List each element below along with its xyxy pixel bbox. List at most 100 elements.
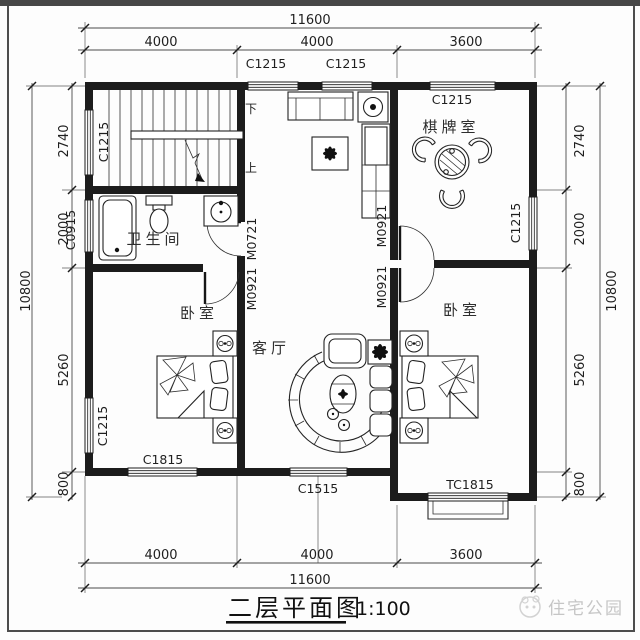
walls: [85, 82, 537, 501]
label-door-bedroom-right: M0921: [374, 266, 389, 309]
dim-bottom-seg2: 4000: [300, 548, 333, 563]
dim-left-total: 10800: [19, 270, 34, 311]
balcony: [427, 501, 509, 520]
stools: [326, 407, 351, 432]
mahjong-table: [434, 144, 470, 180]
title-block: 二层平面图 1:100: [226, 594, 411, 624]
watermark: 住宅公园: [519, 595, 622, 619]
window-chess-right: [528, 196, 538, 251]
bathtub: [98, 195, 137, 261]
stair-direction-line: [184, 139, 203, 180]
label-door-chess-room: M0921: [374, 205, 389, 248]
blanket-crumple: [438, 358, 475, 398]
title-underline: [226, 621, 346, 624]
dim-right-seg1: 2740: [573, 124, 588, 157]
door-chess-room: [398, 225, 435, 261]
dim-bottom-total: 11600: [289, 573, 330, 588]
label-window-bedroom-left-side: C1215: [95, 406, 110, 447]
dim-right-seg4: 800: [573, 472, 588, 497]
washbasin: [203, 195, 239, 227]
label-bedroom-left: 卧室: [180, 304, 218, 322]
label-stair-down: 下: [245, 102, 257, 116]
toilet: [145, 195, 173, 234]
dim-left-seg2: 2000: [57, 212, 72, 245]
windows: [84, 81, 538, 502]
dim-top-seg2: 4000: [300, 35, 333, 50]
window-top-left: [247, 81, 299, 91]
dim-left-seg3: 5260: [57, 353, 72, 386]
label-window-bath-left: C0915: [63, 210, 78, 251]
door-bedroom-right: [398, 267, 435, 303]
window-bedroom-right-bottom: [427, 492, 509, 502]
stair-handrail: [130, 130, 244, 140]
watermark-logo-icon: [519, 595, 541, 618]
dim-right-seg2: 2000: [573, 212, 588, 245]
living-room-furniture: [288, 333, 393, 453]
label-door-bedroom-left: M0921: [244, 268, 259, 311]
plant-table: [311, 136, 349, 171]
sofa-seats-right: [369, 365, 393, 437]
label-bedroom-right: 卧室: [443, 301, 481, 319]
dim-left-seg4: 800: [57, 472, 72, 497]
dim-left-seg1: 2740: [57, 124, 72, 157]
coffee-table: [329, 374, 357, 414]
window-bedroom-left-side: [84, 397, 94, 454]
washing-machine: [357, 91, 389, 123]
hall-cabinet: [361, 123, 391, 219]
label-window-stair-left: C1215: [96, 122, 111, 163]
bedroom-left-furniture: [156, 330, 238, 444]
label-window-chess-top: C1215: [432, 92, 473, 107]
stair-arrow-head: [195, 173, 205, 182]
label-stair-up: 上: [245, 161, 257, 175]
staircase: [108, 90, 244, 186]
pillow: [209, 387, 229, 411]
dim-top-seg3: 3600: [449, 35, 482, 50]
chair: [411, 136, 436, 163]
dim-bottom-seg1: 4000: [144, 548, 177, 563]
window-stair-left: [84, 109, 94, 176]
blanket-crumple: [159, 356, 196, 396]
round-sofa-outer: [288, 351, 393, 453]
nightstand: [212, 417, 238, 444]
label-window-living-bottom: C1515: [298, 481, 339, 496]
window-bath-left: [84, 199, 94, 253]
chess-room-furniture: [411, 136, 493, 209]
bathroom-fixtures: [98, 195, 239, 261]
window-bedroom-left-bottom: [127, 467, 198, 477]
bedroom-right-furniture: [399, 330, 479, 444]
dim-top-total: 11600: [289, 13, 330, 28]
window-living-bottom: [289, 467, 348, 477]
hall-furniture: [287, 91, 391, 219]
dimension-lines: [27, 23, 605, 593]
door-bathroom: [206, 220, 242, 257]
window-top-center: [321, 81, 373, 91]
chair: [468, 137, 493, 164]
hall-sofa: [287, 91, 354, 121]
chair: [438, 189, 466, 209]
label-window-top-center: C1215: [326, 56, 367, 71]
nightstand: [399, 417, 429, 444]
dim-top-seg1: 4000: [144, 35, 177, 50]
armchair: [323, 333, 367, 369]
blanket-fold: [449, 389, 479, 419]
blanket-fold: [176, 389, 205, 419]
dim-right-seg3: 5260: [573, 353, 588, 386]
label-window-bedroom-right-bottom: TC1815: [445, 477, 493, 492]
pillow: [209, 359, 229, 385]
drawing-scale: 1:100: [356, 598, 411, 620]
dim-right-total: 10800: [605, 270, 620, 311]
label-window-top-left: C1215: [246, 56, 287, 71]
pillow: [406, 387, 426, 411]
dimension-labels: 11600 4000 4000 3600 4000 4000 3600 1160…: [19, 13, 620, 588]
label-window-bedroom-left-bottom: C1815: [143, 452, 184, 467]
label-bathroom: 卫生间: [126, 230, 183, 248]
dim-bottom-seg3: 3600: [449, 548, 482, 563]
pillow: [406, 359, 426, 385]
label-living-room: 客厅: [252, 339, 290, 357]
corner-plant: [367, 339, 393, 365]
label-door-bathroom: M0721: [244, 218, 259, 261]
label-window-chess-right: C1215: [508, 203, 523, 244]
